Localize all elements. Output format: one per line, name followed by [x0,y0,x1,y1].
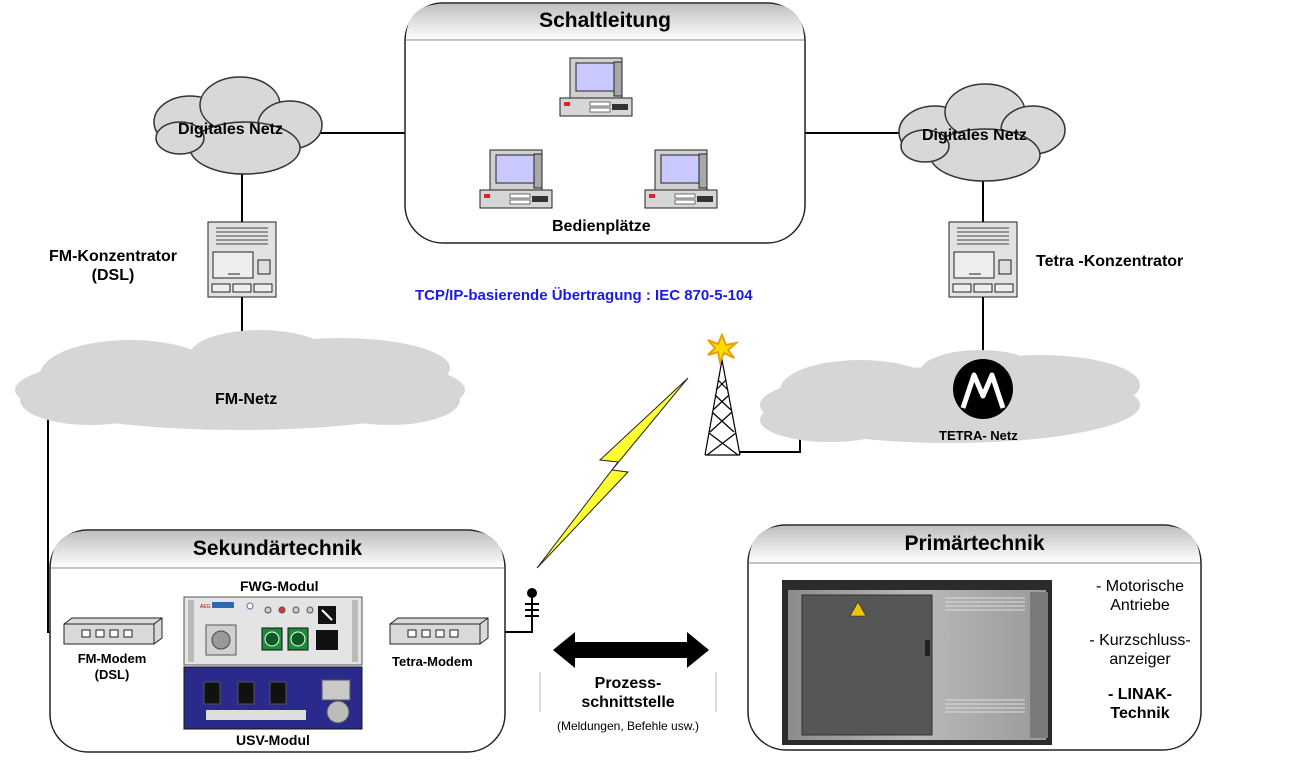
prozess-line1: Prozess- [594,675,662,692]
cloud-icon [898,83,1066,182]
list-item-line2: Antriebe [1110,597,1170,614]
list-item-line2: anzeiger [1109,651,1171,668]
prozess-subtitle: (Meldungen, Befehle usw.) [556,719,700,733]
list-item-motorische-antriebe: - Motorische Antriebe [1070,577,1210,615]
list-item-linak-technik: - LINAK- Technik [1070,685,1210,723]
server-icon [948,221,1018,298]
usv-modul-label: USV-Modul [236,732,310,748]
list-item-kurzschlussanzeiger: - Kurzschluss- anzeiger [1070,631,1210,669]
server-icon [207,221,277,298]
digitales-netz-label-right: Digitales Netz [922,127,1027,144]
fm-netz-label: FM-Netz [215,391,278,408]
fm-konzentrator-label: FM-Konzentrator (DSL) [36,247,190,285]
prozess-line2: schnittstelle [581,694,675,711]
modem-icon [389,617,489,645]
svg-text:AEG: AEG [200,604,211,610]
signal-burst-icon [707,332,740,366]
sekundaertechnik-title: Sekundärtechnik [192,537,363,560]
fwg-module-device: AEG [183,596,363,666]
radio-tower-icon [704,345,741,456]
list-item-line2: Technik [1110,705,1170,722]
desktop-computer-icon [559,57,633,117]
double-arrow-icon [553,632,709,668]
desktop-computer-icon [479,149,553,209]
antenna-icon [525,588,539,625]
cloud-icon [153,76,323,175]
cabinet-icon [782,580,1052,745]
bedienplaetze-label: Bedienplätze [552,218,651,235]
protocol-label: TCP/IP-basierende Übertragung : IEC 870-… [415,287,753,304]
fm-modem-line1: FM-Modem [77,651,147,666]
list-item-line1: - Motorische [1095,578,1185,595]
tetra-konzentrator-label: Tetra -Konzentrator [1036,253,1184,270]
primaer-list: - Motorische Antriebe - Kurzschluss- anz… [1070,577,1210,723]
primaertechnik-title: Primärtechnik [904,532,1045,555]
schaltleitung-panel [404,2,806,244]
schaltleitung-title: Schaltleitung [539,9,671,32]
list-item-line1: - Kurzschluss- [1089,632,1191,649]
tetra-netz-label: TETRA- Netz [939,428,1018,443]
tetra-modem-label: Tetra-Modem [392,654,473,669]
list-item-line1: - LINAK- [1108,686,1172,703]
usv-module-device [183,666,363,730]
fm-konzentrator-line2: (DSL) [91,267,135,284]
fm-konzentrator-line1: FM-Konzentrator [49,248,177,265]
desktop-computer-icon [644,149,718,209]
motorola-logo-icon [953,359,1013,419]
prozessschnittstelle-label: Prozess- schnittstelle [545,674,711,712]
digitales-netz-label-left: Digitales Netz [178,121,283,138]
cloud-icon [15,330,465,430]
process-interface-box [539,672,717,712]
fm-modem-label: FM-Modem (DSL) [60,651,164,683]
fwg-modul-label: FWG-Modul [240,578,319,594]
fm-modem-line2: (DSL) [94,667,130,682]
modem-icon [63,617,163,645]
lightning-icon [536,377,689,569]
